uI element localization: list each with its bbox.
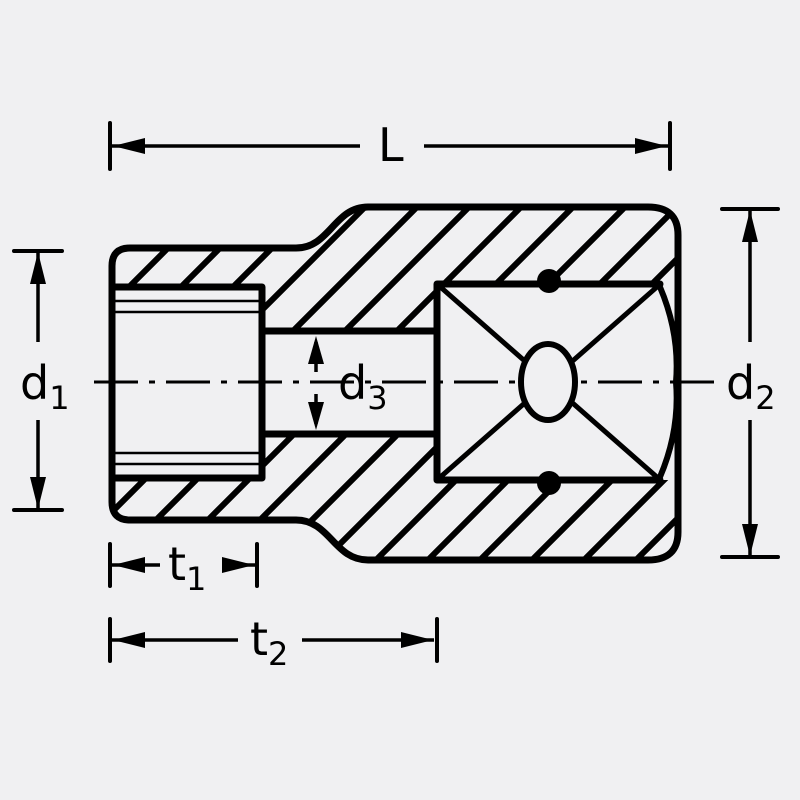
dim-L-ticks xyxy=(108,121,672,171)
dim-d1-arrow-up xyxy=(30,252,46,284)
dim-t2-arrow-right xyxy=(401,632,433,648)
dim-L-arrow-left xyxy=(113,138,145,154)
label-L: L xyxy=(378,118,404,172)
dim-t1-ticks xyxy=(108,542,259,588)
label-d2: d2 xyxy=(726,356,776,417)
label-d1: d1 xyxy=(20,356,70,417)
dim-d2-arrow-down xyxy=(742,524,758,556)
hex-flat-lines xyxy=(115,299,259,466)
dim-d1-arrow-down xyxy=(30,477,46,509)
dim-d2-arrow-up xyxy=(742,210,758,242)
dimension-t2: t2 xyxy=(108,612,439,673)
dim-d3-arrow-down xyxy=(308,402,324,430)
dim-d2-ticks xyxy=(720,207,780,559)
pin-hole-ellipse xyxy=(518,341,578,423)
label-t1: t1 xyxy=(168,537,206,598)
dimension-d2: d2 xyxy=(720,207,780,559)
dim-t2-ticks xyxy=(108,617,439,663)
square-recess-corner-arcs xyxy=(657,284,680,480)
dimension-d1: d1 xyxy=(12,249,70,512)
label-d3: d3 xyxy=(338,356,388,417)
dim-t1-arrow-right xyxy=(222,557,254,573)
label-t2: t2 xyxy=(250,612,288,673)
detent-ball-bottom xyxy=(537,471,561,495)
dim-t2-arrow-left xyxy=(113,632,145,648)
detent-ball-top xyxy=(537,269,561,293)
dim-d3-arrow-up xyxy=(308,336,324,364)
dim-d1-ticks xyxy=(12,249,64,512)
socket-outer-outline xyxy=(108,203,682,564)
dimension-d3: d3 xyxy=(308,336,388,430)
dim-t1-arrow-left xyxy=(113,557,145,573)
dimension-L: L xyxy=(108,118,672,172)
dim-L-arrow-right xyxy=(635,138,667,154)
bore-outline xyxy=(258,327,441,438)
section-hatching xyxy=(112,207,678,560)
dimension-t1: t1 xyxy=(108,537,259,598)
